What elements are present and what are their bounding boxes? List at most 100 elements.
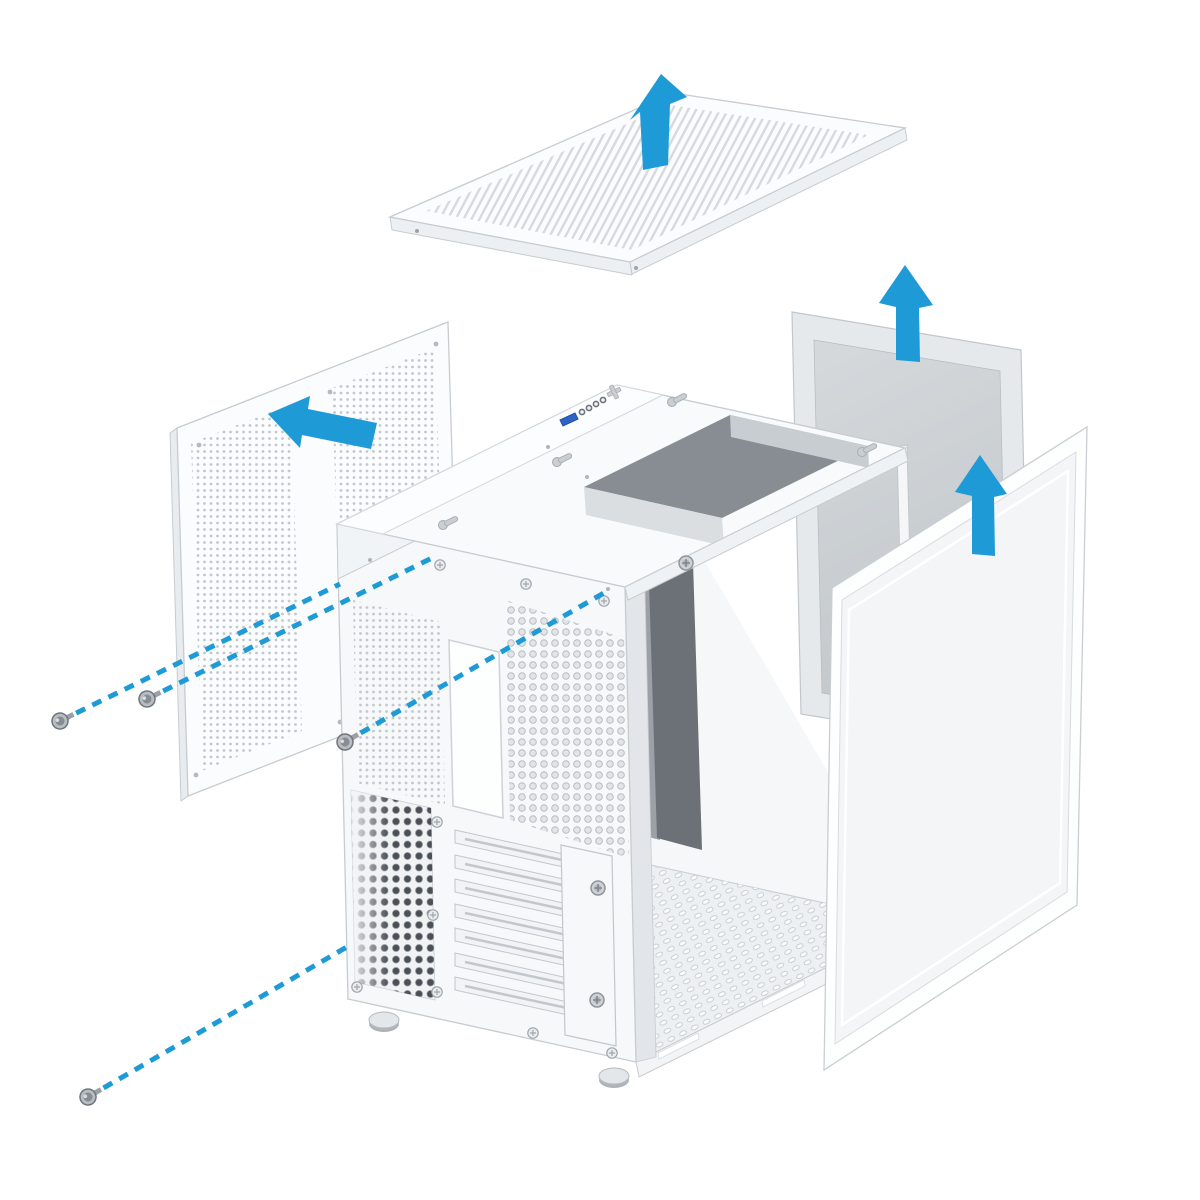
glass-front-panel xyxy=(823,425,1088,1072)
small-hole xyxy=(546,445,550,449)
foot-top xyxy=(598,1067,630,1085)
screw-cross xyxy=(682,559,690,567)
io-jack-hole xyxy=(585,404,593,412)
opening-inner-wall-far xyxy=(730,415,869,468)
screw-cross xyxy=(430,912,436,918)
pci-slot-vent-slit xyxy=(464,911,568,937)
thumbscrew-exploded xyxy=(336,732,360,751)
screw-hole xyxy=(327,389,333,395)
glass-front-tint xyxy=(834,451,1077,1045)
power-cutout xyxy=(606,384,622,400)
keyhole-cutout xyxy=(552,453,573,467)
screw-hole xyxy=(634,266,638,270)
power-cutout-bar xyxy=(609,384,619,400)
panel-mount-keyholes xyxy=(438,393,878,530)
chassis-screw xyxy=(427,909,439,921)
screw-path-line xyxy=(86,941,354,1100)
small-hole xyxy=(368,558,372,562)
io-jack-hole xyxy=(599,396,607,404)
keyhole-slot xyxy=(673,393,688,404)
screw-path-line xyxy=(58,581,342,724)
thumbscrew-exploded xyxy=(51,712,75,730)
thumbscrew xyxy=(678,555,694,571)
thumbscrew-exploded xyxy=(138,690,162,708)
rear-io-cutout xyxy=(448,639,504,819)
screw-cross xyxy=(593,996,601,1004)
chassis-screw xyxy=(520,578,532,590)
side-panel-mesh-strip-left xyxy=(191,404,302,771)
keyhole-slot xyxy=(444,516,459,527)
arrow-remove-side-glass xyxy=(879,265,933,362)
power-button-cutout xyxy=(606,384,622,400)
pci-retention-bracket xyxy=(560,844,617,1047)
chassis-screw xyxy=(434,559,446,571)
pci-slot-vent-slit xyxy=(464,984,568,1010)
keyhole-slot xyxy=(558,453,573,464)
pci-slot-covers xyxy=(454,829,578,1018)
screw-highlight xyxy=(83,1094,88,1099)
psu-vent-highlight xyxy=(351,790,435,1000)
screw-cross xyxy=(434,989,440,995)
pci-slot-vent-slit xyxy=(464,837,568,863)
thumbscrew xyxy=(589,992,605,1008)
screw-highlight xyxy=(340,739,345,744)
top-panel-screw-holes xyxy=(415,229,638,270)
chassis-small-holes xyxy=(368,445,610,591)
screw-cross xyxy=(354,984,360,990)
side-panel-screw-holes xyxy=(193,341,439,778)
pci-slot-vent-slit xyxy=(464,935,568,961)
keyhole-slot xyxy=(863,443,878,454)
keyhole-cutout xyxy=(438,516,459,530)
usb-port xyxy=(559,412,579,427)
top-mesh-panel xyxy=(387,92,908,276)
screw-hole xyxy=(193,772,199,778)
removal-arrows xyxy=(268,74,1007,556)
screw-cross xyxy=(594,884,602,892)
front-io-strip xyxy=(335,384,665,535)
chassis-screw xyxy=(431,816,443,828)
screw-cross xyxy=(530,1030,536,1036)
exploded-thumbscrews xyxy=(51,690,360,1106)
installed-thumbscrews xyxy=(589,555,694,1008)
chassis-screw xyxy=(527,1027,539,1039)
screw-cross xyxy=(437,562,443,568)
screw-hole xyxy=(433,341,439,347)
io-jack-hole xyxy=(578,408,586,416)
rear-panel-screws xyxy=(347,540,618,1059)
screw-path-line xyxy=(343,587,611,745)
thumbscrew xyxy=(590,880,606,896)
small-hole xyxy=(606,587,610,591)
screw-cross xyxy=(609,1050,615,1056)
skirt-slot xyxy=(761,979,806,1008)
screw-cross xyxy=(523,581,529,587)
io-jack-hole xyxy=(592,400,600,408)
screw-highlight xyxy=(55,718,60,722)
screw-hole xyxy=(415,229,419,233)
case-foot xyxy=(368,1011,400,1032)
pci-slot-vent-slit xyxy=(464,862,568,888)
rear-round-hole-mesh xyxy=(505,600,629,858)
audio-and-led-holes xyxy=(578,396,607,416)
bottom-skirt-slots xyxy=(657,979,806,1060)
screw-path-lines xyxy=(58,554,611,1100)
glass-front-inner-line xyxy=(840,468,1070,1028)
screw-highlight xyxy=(142,696,147,700)
top-frame-front-rail xyxy=(624,447,909,601)
chassis-screw xyxy=(351,981,363,993)
chassis-screw xyxy=(431,986,443,998)
case-foot xyxy=(598,1067,630,1088)
screw-cross xyxy=(601,598,607,604)
keyhole-cutout xyxy=(857,443,878,457)
small-hole xyxy=(585,475,589,479)
skirt-slot xyxy=(657,1032,700,1060)
screw-cross xyxy=(434,819,440,825)
rear-fine-mesh xyxy=(353,600,445,805)
thumbscrew-exploded xyxy=(79,1087,103,1106)
opening-inner-wall-near xyxy=(584,487,724,546)
top-panel-mesh-area xyxy=(426,105,869,250)
pci-slot-vent-slit xyxy=(464,960,568,986)
chassis-screw xyxy=(606,1047,618,1059)
pci-slot-vent-slit xyxy=(464,886,568,912)
